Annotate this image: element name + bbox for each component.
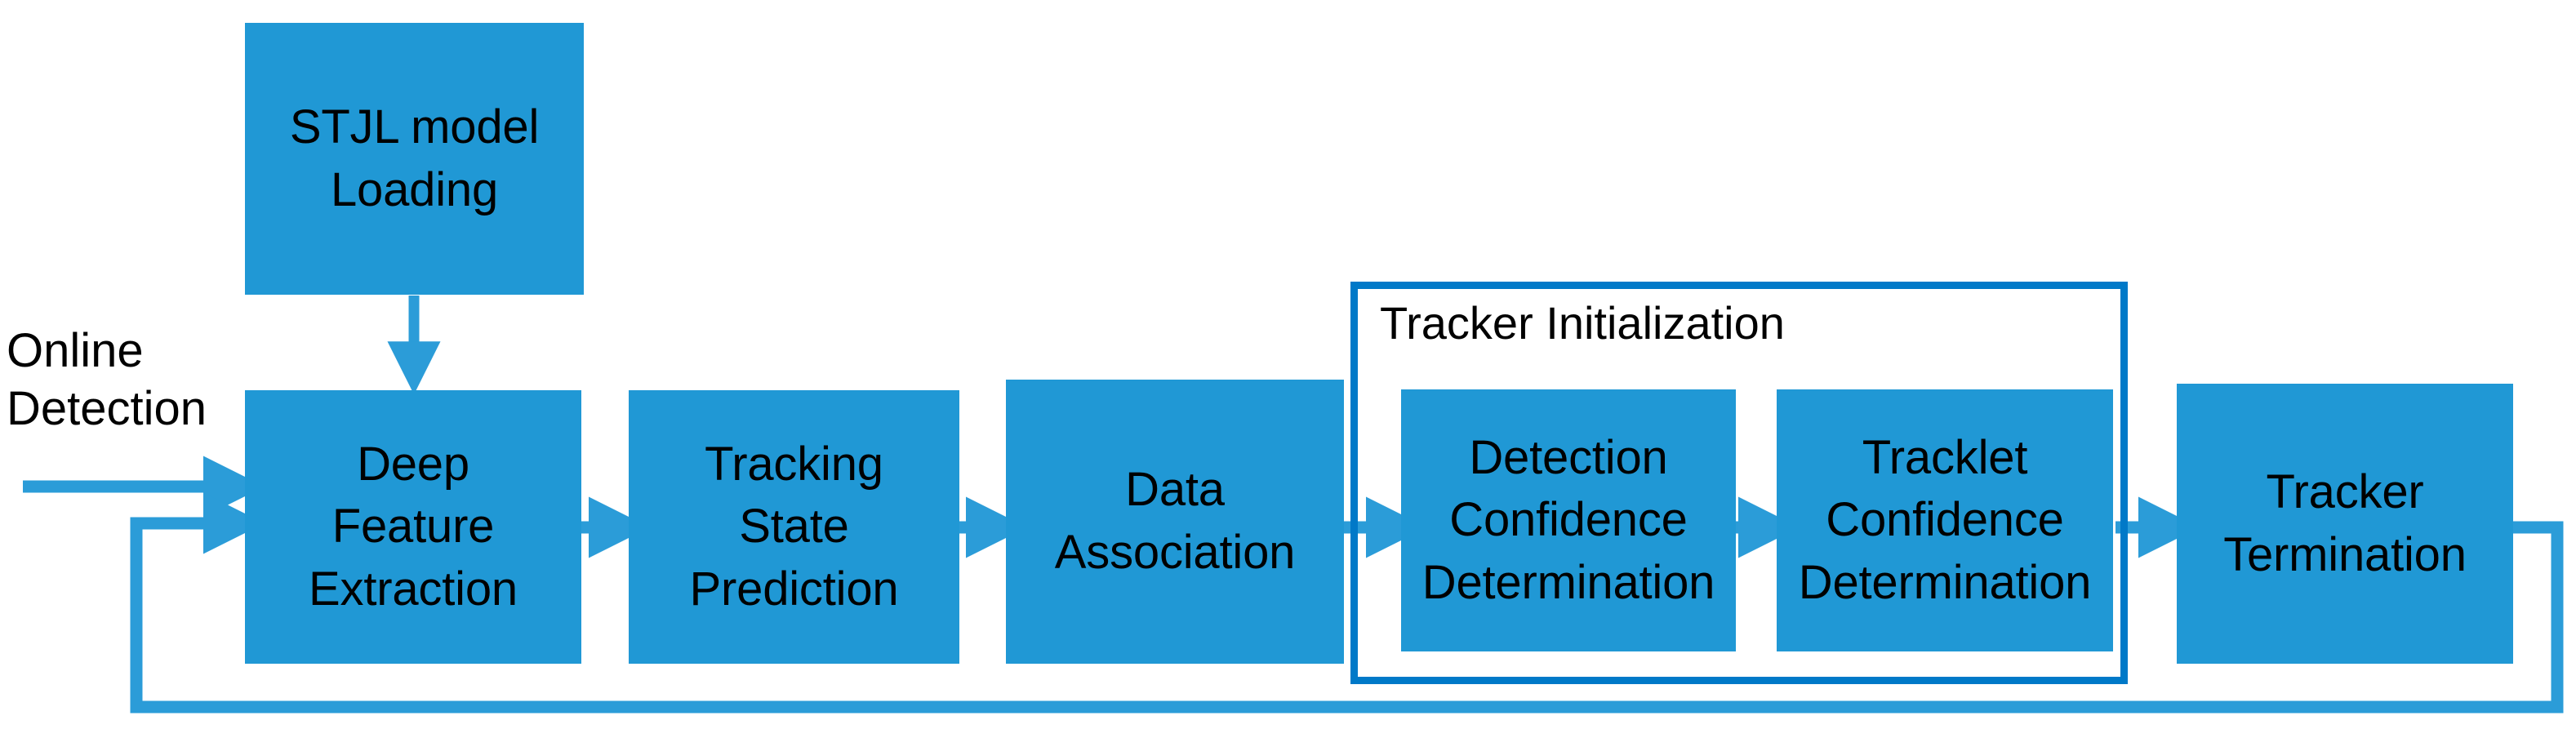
node-tracker-termination-line-2: Termination xyxy=(2223,527,2467,581)
node-tracklet-confidence-determination[interactable]: Tracklet Confidence Determination xyxy=(1777,389,2113,651)
node-tracklet-confidence-determination-line-3: Determination xyxy=(1798,555,2092,609)
node-stjl-model-loading-line-2: Loading xyxy=(330,162,499,216)
online-detection-label-line-1: Online xyxy=(7,324,144,377)
node-data-association-line-2: Association xyxy=(1054,526,1296,579)
edge-feedback-loop xyxy=(130,492,2564,714)
node-tracking-state-prediction-line-3: Prediction xyxy=(689,562,899,616)
node-stjl-model-loading[interactable]: STJL model Loading xyxy=(245,23,584,295)
tracker-initialization-group[interactable] xyxy=(1350,282,2128,684)
node-tracker-termination-line-1: Tracker xyxy=(2266,465,2424,518)
node-data-association[interactable]: Data Association xyxy=(1006,380,1344,664)
node-deep-feature-extraction-line-3: Extraction xyxy=(309,562,518,616)
node-detection-confidence-determination-line-1: Detection xyxy=(1469,430,1668,484)
node-tracklet-confidence-determination-line-2: Confidence xyxy=(1826,493,2064,547)
online-detection-label-line-2: Detection xyxy=(7,381,207,435)
node-tracking-state-prediction-line-2: State xyxy=(739,500,849,554)
node-tracking-state-prediction[interactable]: Tracking State Prediction xyxy=(629,390,959,664)
node-deep-feature-extraction[interactable]: Deep Feature Extraction xyxy=(245,390,581,664)
node-detection-confidence-determination[interactable]: Detection Confidence Determination xyxy=(1401,389,1736,651)
node-data-association-line-1: Data xyxy=(1125,463,1225,517)
node-detection-confidence-determination-line-2: Confidence xyxy=(1449,493,1688,547)
node-tracking-state-prediction-line-1: Tracking xyxy=(705,437,883,491)
node-deep-feature-extraction-line-2: Feature xyxy=(331,500,495,554)
node-tracklet-confidence-determination-line-1: Tracklet xyxy=(1862,430,2028,484)
online-detection-input-label: Online Detection xyxy=(7,322,207,438)
node-tracker-termination[interactable]: Tracker Termination xyxy=(2177,384,2513,664)
node-detection-confidence-determination-line-3: Determination xyxy=(1421,555,1715,609)
node-stjl-model-loading-line-1: STJL model xyxy=(289,100,540,153)
tracker-initialization-label: Tracker Initialization xyxy=(1380,297,1785,349)
node-deep-feature-extraction-line-1: Deep xyxy=(357,437,469,491)
